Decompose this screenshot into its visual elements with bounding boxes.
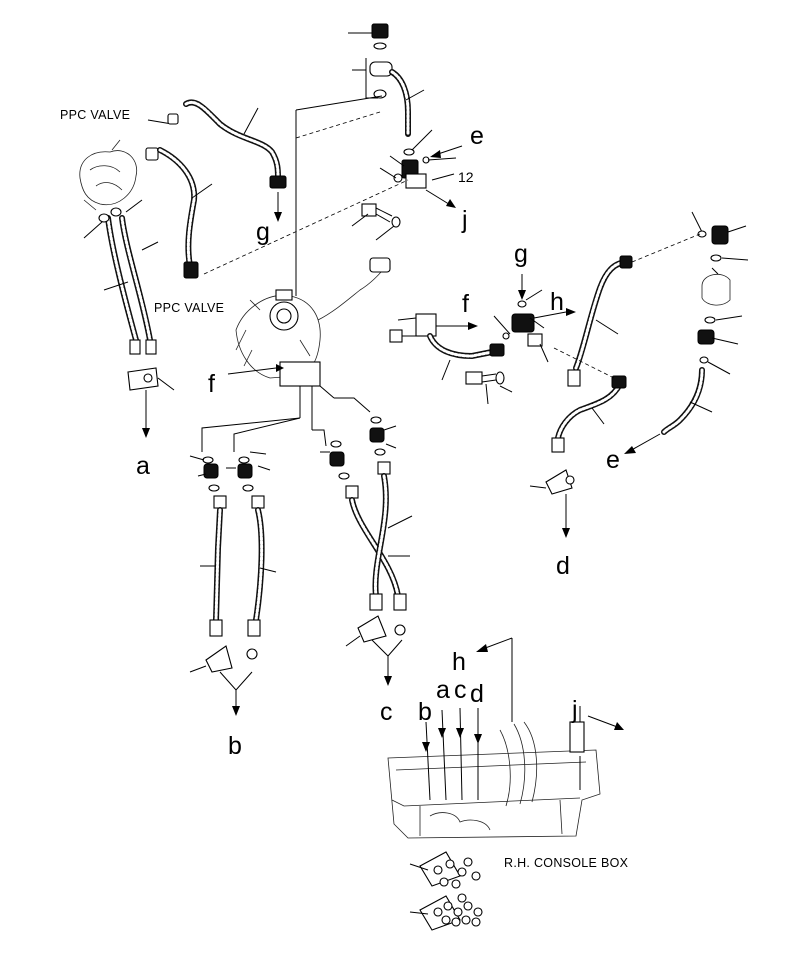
console-bracket-j <box>569 721 585 753</box>
mid-bracket <box>415 313 437 337</box>
lower-mid-hose-assembly: c <box>320 416 413 726</box>
left-plate-a <box>127 367 159 391</box>
top-elbow-part <box>369 61 393 77</box>
right-filter <box>701 273 731 306</box>
ppc-valve-main-body <box>235 294 321 379</box>
callout-h-mid: h <box>550 288 564 316</box>
caption-console-box: R.H. CONSOLE BOX <box>504 856 629 870</box>
callout-g-mid: g <box>514 240 528 268</box>
right-hose-long <box>573 259 631 371</box>
central-ppc-valve-assembly: PPC VALVE f <box>154 95 391 452</box>
callout-g-top: g <box>256 218 270 246</box>
callout-d-console: d <box>470 680 484 708</box>
caption-ppc-valve-mid: PPC VALVE <box>154 301 224 315</box>
right-hose-assembly: e d <box>529 211 749 580</box>
plate-c-1 <box>357 615 387 643</box>
caption-ppc-valve-top: PPC VALVE <box>60 108 130 122</box>
plate-b-1 <box>205 645 233 673</box>
rh-console-box: h j b a c d R.H. CONSOLE BOX <box>387 637 629 870</box>
right-hose-e <box>661 367 705 435</box>
callout-f-mid: f <box>462 290 469 318</box>
plate-d-1 <box>545 469 573 495</box>
middle-block-assembly: f g h <box>389 240 576 405</box>
mid-block <box>511 313 535 333</box>
callout-e-top: e <box>470 122 484 150</box>
callout-e-right: e <box>606 446 620 474</box>
lower-left-hose-assembly: b <box>189 451 277 760</box>
upper-hose-1 <box>183 99 281 181</box>
top-seal-part <box>373 89 387 99</box>
callout-d-right: d <box>556 552 570 580</box>
ppc-valve-body <box>79 150 138 206</box>
top-bolt-head <box>361 203 377 217</box>
callout-f-left: f <box>208 370 215 398</box>
callout-c-left: c <box>380 698 393 726</box>
right-hose-short <box>555 381 623 441</box>
callout-j-top: j <box>461 206 468 234</box>
callout-b-console: b <box>418 698 432 726</box>
right-elbow <box>711 225 729 245</box>
ppc-valve-base <box>279 361 321 387</box>
callout-h-console: h <box>452 648 466 676</box>
callout-c-console: c <box>454 676 467 704</box>
callout-12: 12 <box>458 169 474 185</box>
top-o-ring-part <box>373 42 387 50</box>
top-adapter-part <box>371 23 389 39</box>
callout-j-console: j <box>571 696 578 724</box>
callout-b-left: b <box>228 732 242 760</box>
callout-a-console: a <box>436 676 450 704</box>
callout-a-left: a <box>136 452 150 480</box>
top-hose-assembly: e 12 j <box>348 23 484 241</box>
console-box-outline <box>387 749 601 839</box>
nut-clusters <box>409 851 483 931</box>
top-bracket-part <box>405 173 427 189</box>
mid-bolt-head <box>465 371 483 385</box>
upper-left-ppc-valve-assembly: PPC VALVE g a <box>60 99 409 480</box>
